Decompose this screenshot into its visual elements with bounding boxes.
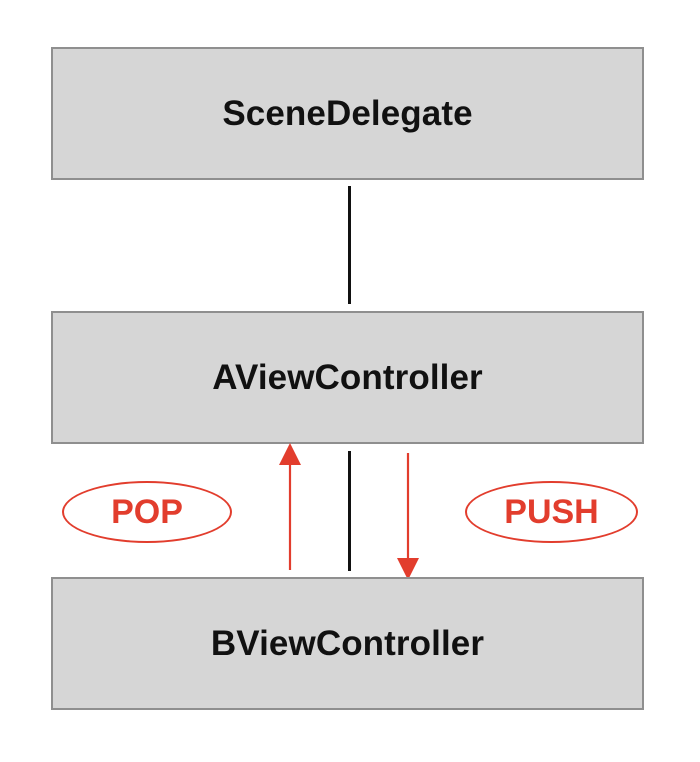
a-to-b-connector: [348, 451, 351, 571]
a-view-controller-label: AViewController: [212, 357, 483, 397]
push-text: PUSH: [504, 492, 599, 531]
a-view-controller-node: AViewController: [51, 311, 644, 444]
scene-to-a-connector: [348, 186, 351, 304]
pop-label: POP: [62, 481, 232, 543]
b-view-controller-label: BViewController: [210, 623, 485, 663]
scene-delegate-node: SceneDelegate: [51, 47, 644, 180]
scene-delegate-label: SceneDelegate: [222, 93, 473, 133]
push-label: PUSH: [465, 481, 638, 543]
b-view-controller-node: BViewController: [51, 577, 644, 710]
pop-text: POP: [111, 492, 183, 531]
